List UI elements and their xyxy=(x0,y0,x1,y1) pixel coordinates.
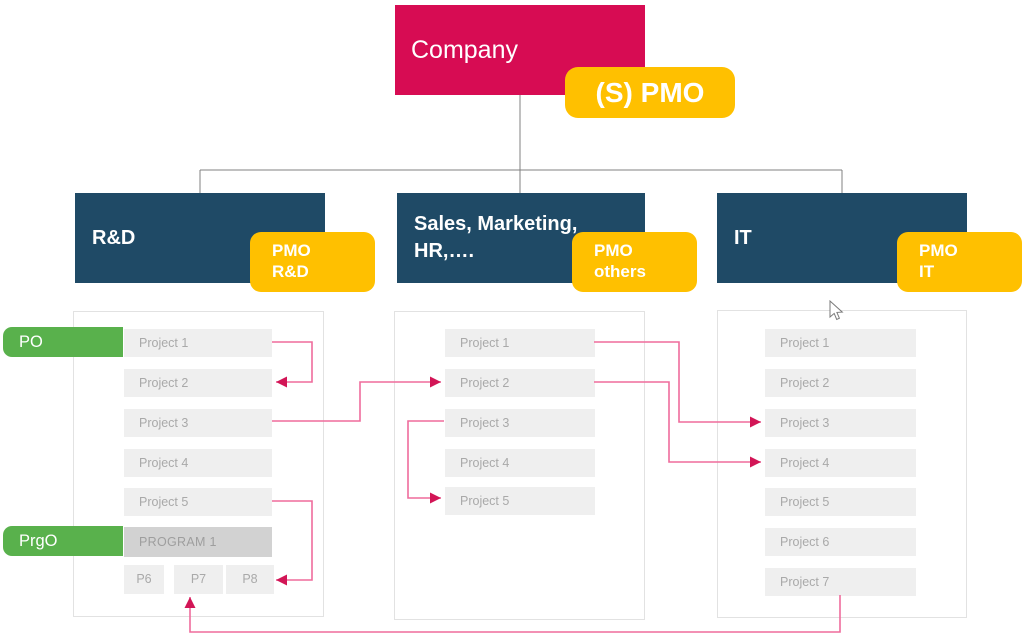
project-row-rd-2: Project 2 xyxy=(124,369,272,397)
mouse-cursor-icon xyxy=(829,300,844,321)
department-label: IT xyxy=(734,226,752,249)
project-row-others-1: Project 1 xyxy=(445,329,595,357)
org-connector-lines xyxy=(199,95,843,193)
project-row-rd-5: Project 5 xyxy=(124,488,272,516)
pmo-badge-it: PMO IT xyxy=(897,232,1022,292)
project-row-it-3: Project 3 xyxy=(765,409,916,437)
project-row-it-2: Project 2 xyxy=(765,369,916,397)
project-row-others-4: Project 4 xyxy=(445,449,595,477)
project-row-rd-1: Project 1 xyxy=(124,329,272,357)
company-box: Company xyxy=(395,5,645,95)
subproject-row-p8: P8 xyxy=(226,565,274,594)
pmo-badge-line1: PMO xyxy=(272,241,311,261)
department-label-line1: Sales, Marketing, xyxy=(414,213,578,235)
pmo-badge-line2: others xyxy=(594,262,646,281)
department-label-line2: HR,…. xyxy=(414,240,474,262)
program-row-rd: PROGRAM 1 xyxy=(124,527,272,557)
project-row-it-4: Project 4 xyxy=(765,449,916,477)
pmo-badge-line2: R&D xyxy=(272,262,309,281)
project-row-rd-4: Project 4 xyxy=(124,449,272,477)
pmo-badge-line2: IT xyxy=(919,262,935,281)
pmo-badge-line1: PMO xyxy=(919,241,958,261)
project-row-it-6: Project 6 xyxy=(765,528,916,556)
project-row-it-1: Project 1 xyxy=(765,329,916,357)
subproject-row-p7: P7 xyxy=(174,565,223,594)
project-panel-rd: Project 1 Project 2 Project 3 Project 4 … xyxy=(73,311,324,617)
strategic-pmo-label: (S) PMO xyxy=(595,76,705,108)
company-label: Company xyxy=(411,35,518,64)
subproject-row-p6: P6 xyxy=(124,565,164,594)
project-row-it-5: Project 5 xyxy=(765,488,916,516)
strategic-pmo-badge: (S) PMO xyxy=(565,67,735,118)
role-badge-prgo: PrgO xyxy=(3,526,123,556)
project-row-rd-3: Project 3 xyxy=(124,409,272,437)
pmo-badge-rd: PMO R&D xyxy=(250,232,375,292)
project-row-others-3: Project 3 xyxy=(445,409,595,437)
role-badge-label: PO xyxy=(19,333,43,351)
role-badge-label: PrgO xyxy=(19,532,58,550)
project-panel-it: Project 1 Project 2 Project 3 Project 4 … xyxy=(717,310,967,618)
project-panel-others: Project 1 Project 2 Project 3 Project 4 … xyxy=(394,311,645,620)
pmo-badge-line1: PMO xyxy=(594,241,633,261)
project-row-others-2: Project 2 xyxy=(445,369,595,397)
department-label: R&D xyxy=(92,226,136,249)
project-row-it-7: Project 7 xyxy=(765,568,916,596)
pmo-badge-others: PMO others xyxy=(572,232,697,292)
role-badge-po: PO xyxy=(3,327,123,357)
project-row-others-5: Project 5 xyxy=(445,487,595,515)
